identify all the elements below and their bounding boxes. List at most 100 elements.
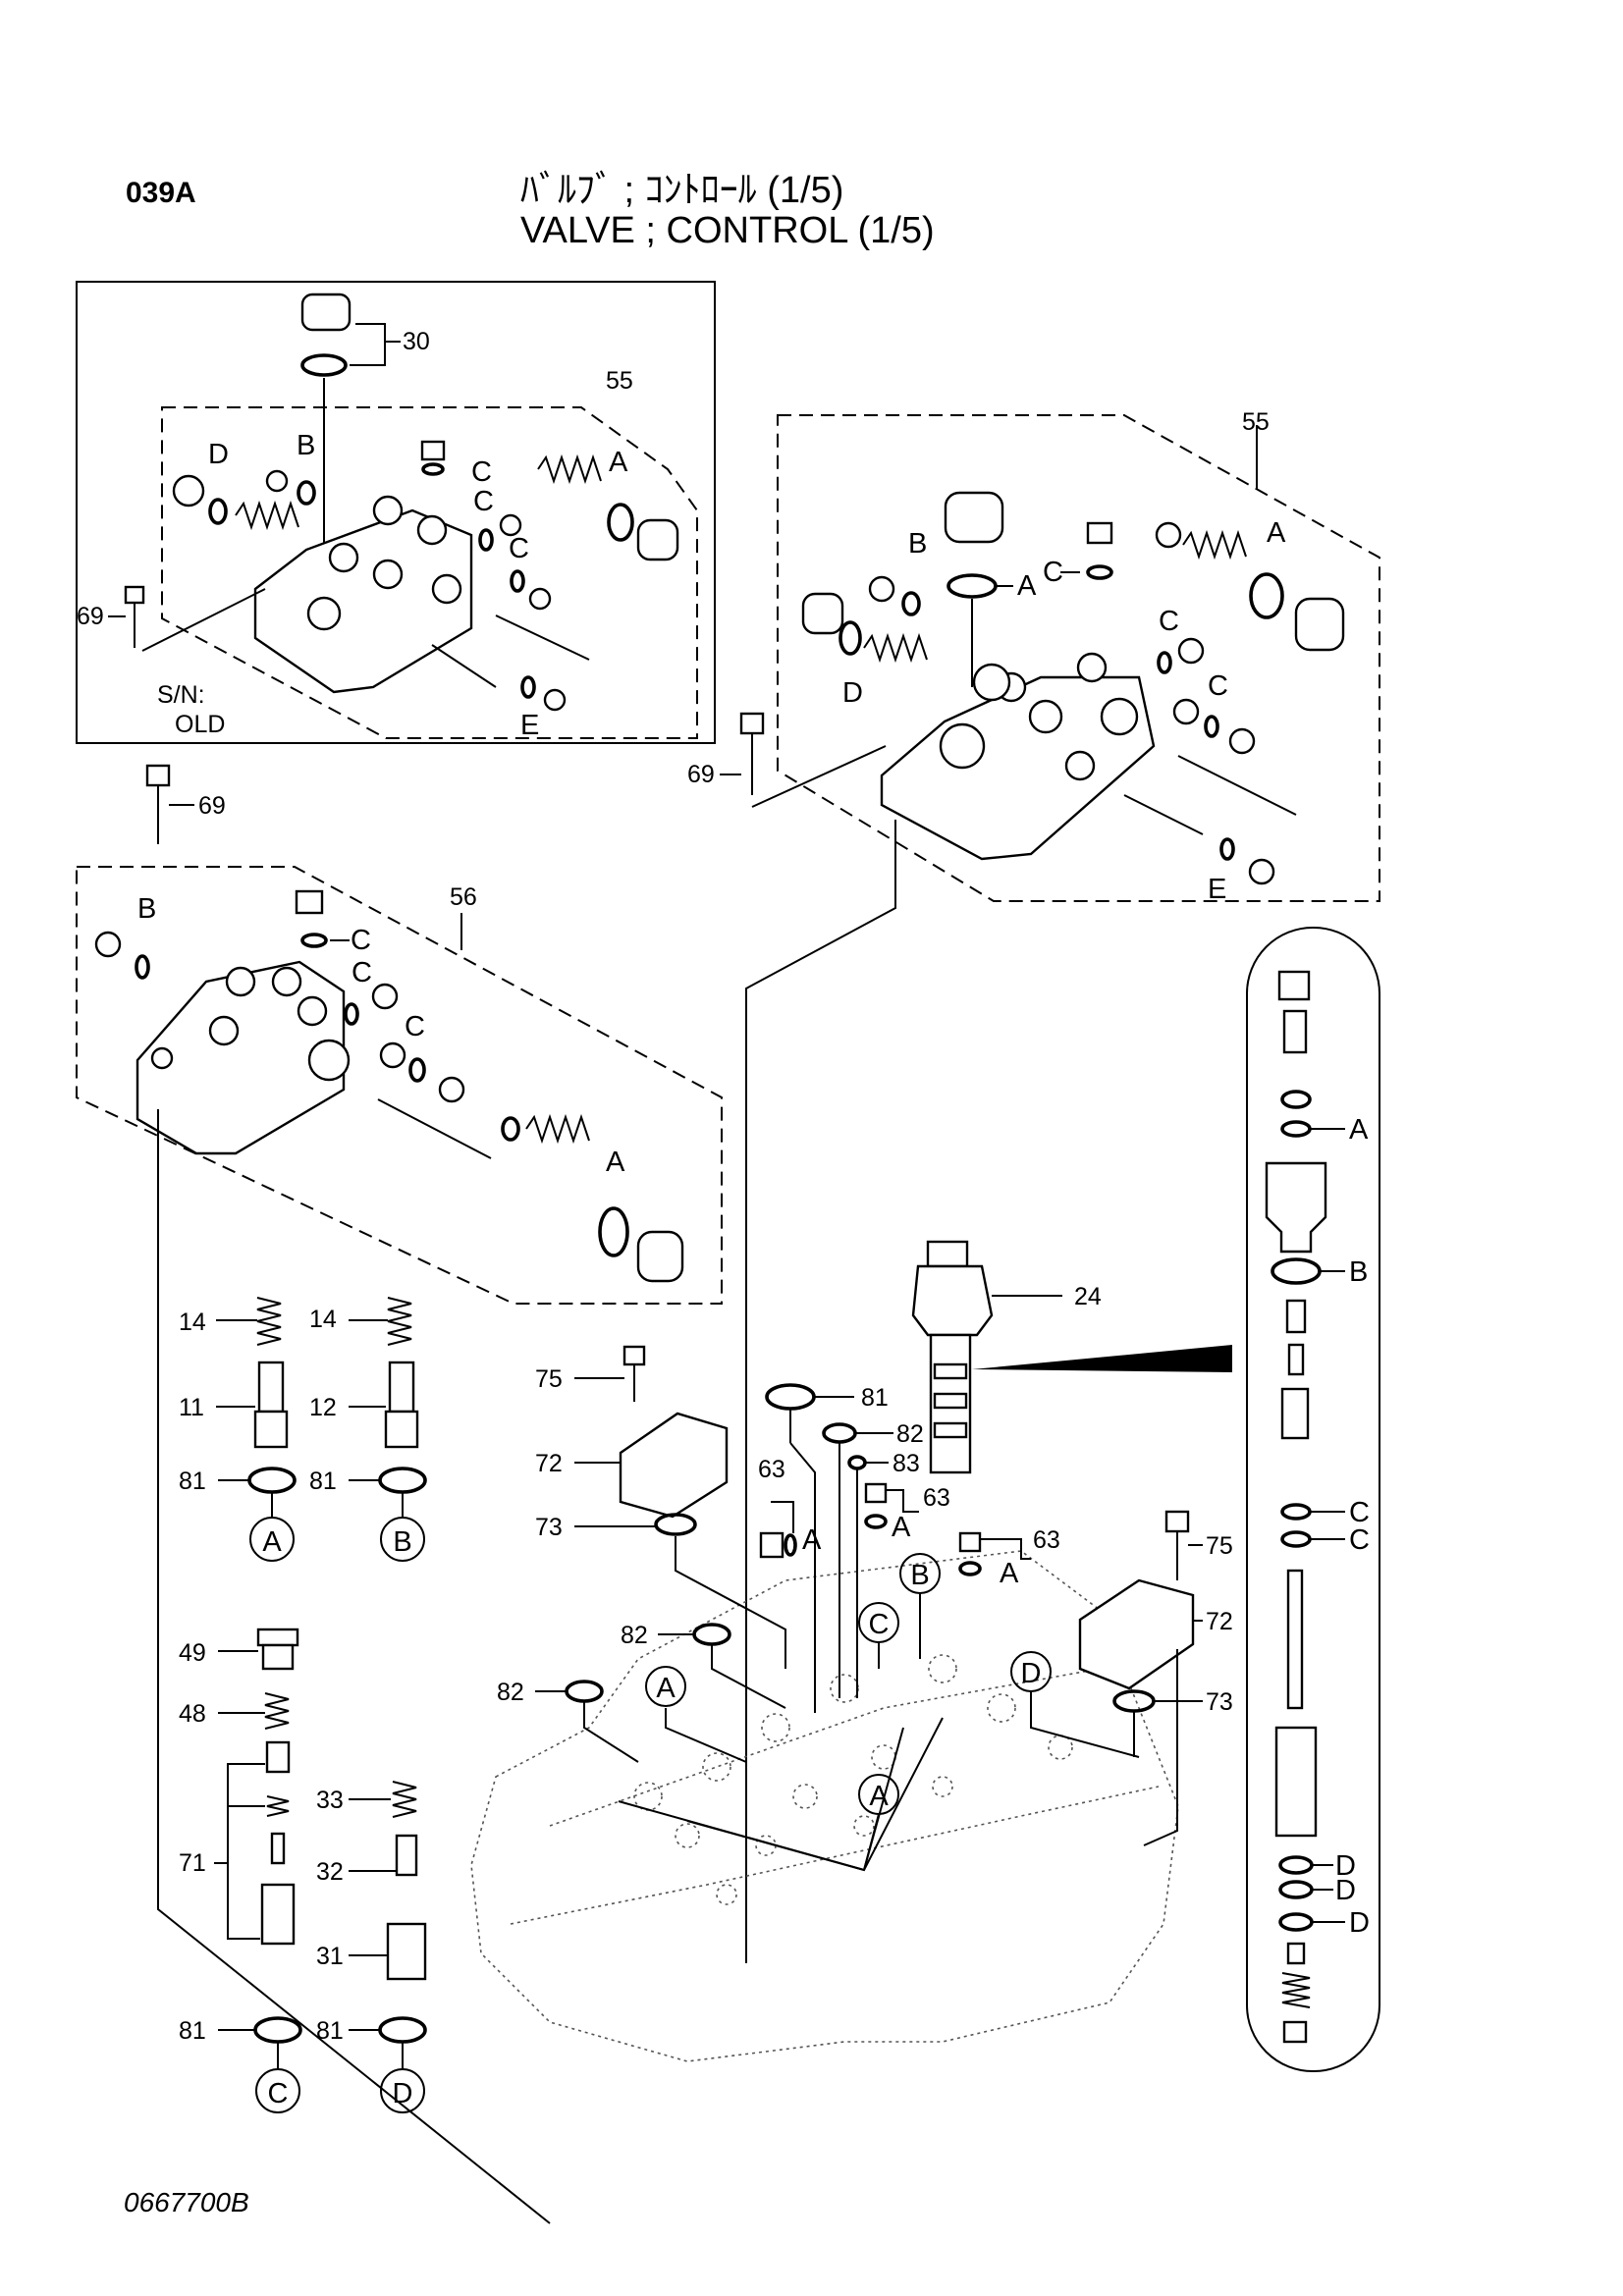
callout-82b: 82 <box>621 1622 648 1649</box>
callout-48: 48 <box>179 1700 206 1728</box>
panel-left-mid: 69 56 B C C C A <box>76 764 723 2224</box>
assembly-56-outline <box>76 866 723 1305</box>
letter-lm-1: C <box>351 925 371 956</box>
callout-73a: 73 <box>535 1514 563 1541</box>
callout-55: 55 <box>1242 408 1270 436</box>
assembly-55-outline-old <box>161 406 698 739</box>
letter-capsule-4: D <box>1335 1850 1356 1882</box>
main-valve-block <box>470 1550 1179 2062</box>
callout-75a: 75 <box>535 1365 563 1393</box>
callout-81d: 81 <box>316 2017 344 2045</box>
callout-82c: 82 <box>497 1679 524 1706</box>
letter-old-1: B <box>297 430 315 461</box>
letter-capsule-5: D <box>1335 1875 1356 1906</box>
letter-capsule-2: C <box>1349 1497 1370 1528</box>
circled-letter-6: C <box>869 1609 890 1640</box>
callout-30: 30 <box>403 328 430 355</box>
letter-capsule-1: B <box>1349 1256 1368 1288</box>
detail-capsule: A B C C D D D <box>1246 927 1380 2072</box>
relief-valve-24 <box>926 1240 969 1268</box>
letter-lm-2: C <box>352 957 372 988</box>
center-parts: 75 72 73 24 81 82 83 63 A <box>497 1240 1233 1872</box>
valve-body-old <box>253 508 473 694</box>
page-code: 039A <box>126 177 196 209</box>
callout-81a: 81 <box>179 1468 206 1495</box>
callout-33: 33 <box>316 1787 344 1814</box>
callout-56: 56 <box>450 883 477 911</box>
cover-72a <box>619 1412 729 1519</box>
letter-rt-0: B <box>908 528 927 560</box>
callout-11: 11 <box>179 1394 204 1421</box>
callout-63b: 63 <box>923 1484 950 1512</box>
callout-24: 24 <box>1074 1283 1102 1310</box>
callout-31: 31 <box>316 1943 344 1970</box>
callout-71: 71 <box>179 1849 206 1877</box>
title-japanese: ﾊﾞﾙﾌﾞ ; ｺﾝﾄﾛｰﾙ (1/5) <box>520 170 844 211</box>
callout-81e: 81 <box>861 1384 889 1412</box>
letter-lm-3: C <box>405 1011 425 1042</box>
callout-69-lm: 69 <box>198 792 226 820</box>
callout-81c: 81 <box>179 2017 206 2045</box>
assembly-55-outline <box>777 414 1380 902</box>
letter-rt-3: D <box>842 677 863 709</box>
circled-letter-3: D <box>393 2078 413 2109</box>
letter-rt-5: C <box>1159 606 1179 637</box>
letter-capsule-6: D <box>1349 1907 1370 1939</box>
callout-55-old: 55 <box>606 367 633 395</box>
panel-old-frame <box>76 281 716 744</box>
letter-capsule-3: C <box>1349 1524 1370 1556</box>
detail-pointer <box>972 1345 1232 1372</box>
callout-72b: 72 <box>1206 1608 1233 1635</box>
callout-14b: 14 <box>309 1306 337 1333</box>
drawing-number: 0667700B <box>124 2187 249 2217</box>
callout-72a: 72 <box>535 1450 563 1477</box>
leader-left-mid-to-block <box>157 1109 551 2224</box>
leader-right-top-to-block <box>745 820 896 1963</box>
letter-old-4: C <box>509 533 529 564</box>
small-letter-0: A <box>802 1524 822 1556</box>
letter-old-2: C <box>471 456 492 488</box>
callout-75b: 75 <box>1206 1532 1233 1560</box>
o-ring-30-old <box>300 353 348 377</box>
circled-letter-7: D <box>1021 1658 1042 1689</box>
letter-rt-2: C <box>1043 557 1063 588</box>
letter-a-63c: A <box>1000 1558 1019 1589</box>
detail-capsule-frame <box>1246 927 1380 2072</box>
circled-letter-1: B <box>393 1526 411 1558</box>
small-letter-1: A <box>892 1512 911 1543</box>
callout-63a: 63 <box>758 1456 785 1483</box>
callout-14a: 14 <box>179 1308 206 1336</box>
callout-81b: 81 <box>309 1468 337 1495</box>
letter-rt-6: C <box>1208 670 1228 702</box>
plug-30-old <box>300 293 352 332</box>
callout-69-rt: 69 <box>687 761 715 788</box>
callout-49: 49 <box>179 1639 206 1667</box>
letter-rt-7: E <box>1208 874 1226 905</box>
panel-old-serial: 30 69 55 D B C C C A E S/N: OLD <box>76 281 716 744</box>
callout-73b: 73 <box>1206 1688 1233 1716</box>
letter-rt-4: A <box>1267 517 1286 549</box>
letter-lm-0: B <box>137 893 156 925</box>
circled-letter-8: A <box>869 1781 889 1812</box>
letter-old-0: D <box>208 439 229 470</box>
left-parts-column: 14 14 11 12 81 81 A B 49 48 71 <box>179 1297 427 2113</box>
serial-label: S/N: <box>157 681 205 709</box>
letter-capsule-0: A <box>1349 1114 1369 1146</box>
panel-right-top: 55 A C 69 B A C C <box>687 408 1380 1963</box>
circled-letter-5: B <box>910 1560 929 1591</box>
callout-69-old: 69 <box>77 603 104 630</box>
letter-old-5: A <box>609 447 628 478</box>
callout-82a: 82 <box>896 1420 924 1448</box>
circled-letter-0: A <box>262 1526 282 1558</box>
callout-63c: 63 <box>1033 1526 1060 1554</box>
callout-12: 12 <box>309 1394 337 1421</box>
circled-letter-2: C <box>268 2078 289 2109</box>
circled-letter-4: A <box>656 1673 676 1704</box>
letter-lm-4: A <box>606 1147 625 1178</box>
letter-old-6: E <box>520 710 539 741</box>
title-english: VALVE ; CONTROL (1/5) <box>520 210 935 251</box>
letter-old-3: C <box>473 486 494 517</box>
cover-72b <box>1078 1578 1195 1690</box>
plug-right-top <box>944 491 1004 544</box>
callout-83: 83 <box>893 1450 920 1477</box>
